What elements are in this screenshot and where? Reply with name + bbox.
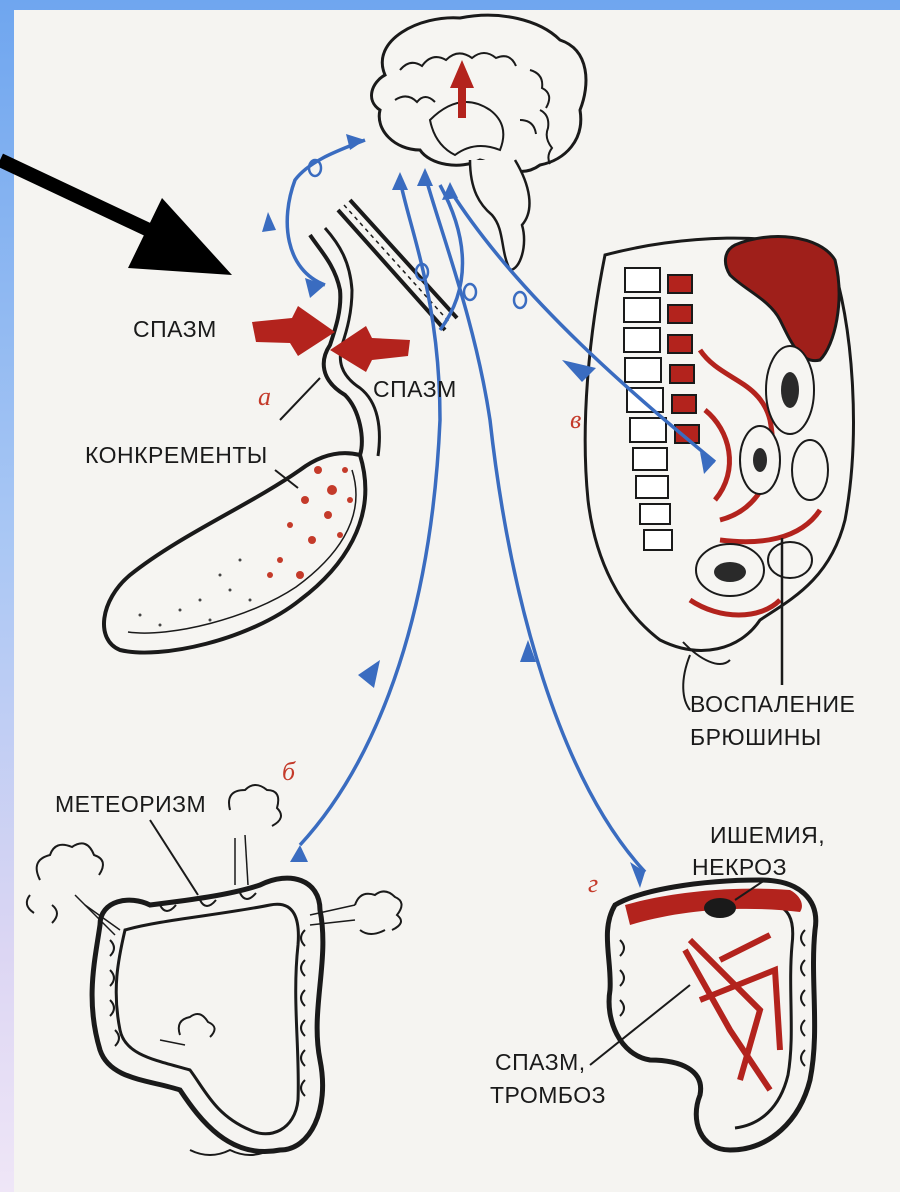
peritoneum-illustration (585, 237, 853, 710)
label-concrements: КОНКРЕМЕНТЫ (85, 442, 268, 468)
label-spasm-right: СПАЗМ (373, 376, 457, 402)
label-ischemia-line2: НЕКРОЗ (692, 854, 787, 880)
letter-b: б (282, 757, 296, 786)
letter-v: в (570, 405, 581, 434)
label-peritonitis-line2: БРЮШИНЫ (690, 724, 822, 750)
label-ischemia-line1: ИШЕМИЯ, (710, 822, 825, 848)
pointer-arrow (0, 160, 232, 275)
label-spasm-left: СПАЗМ (133, 316, 217, 342)
letter-g: г (588, 869, 598, 898)
letter-a: а (258, 382, 271, 411)
colon-ischemia-illustration (590, 880, 816, 1150)
colon-meteorism-illustration (27, 785, 402, 1155)
label-meteorism: МЕТЕОРИЗМ (55, 791, 206, 817)
label-peritonitis-line1: ВОСПАЛЕНИЕ (690, 691, 855, 717)
label-thrombosis-line2: ТРОМБОЗ (490, 1082, 606, 1108)
label-thrombosis-line1: СПАЗМ, (495, 1049, 586, 1075)
